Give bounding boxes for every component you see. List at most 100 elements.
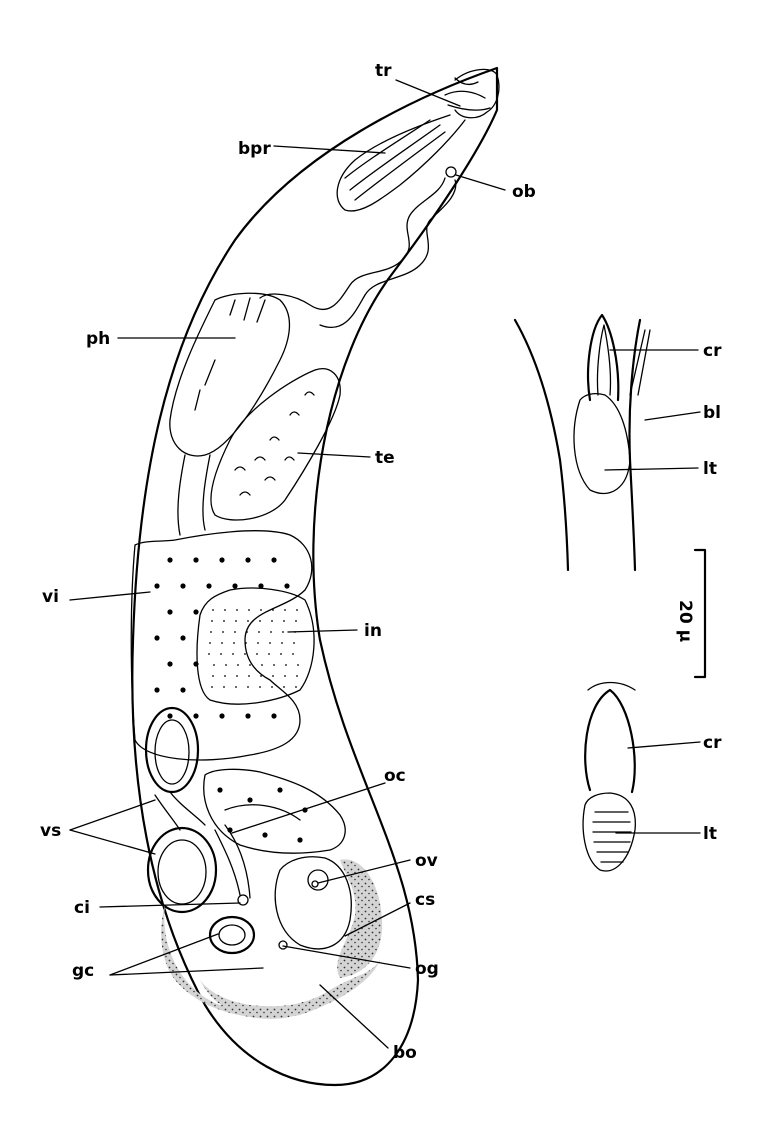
leader-oc xyxy=(231,782,386,834)
testis xyxy=(210,368,341,521)
intestine-dots-dot xyxy=(259,686,261,688)
label-tr: tr xyxy=(375,61,392,81)
leader-in xyxy=(287,629,358,633)
intestine-dots-dot xyxy=(272,609,274,611)
label-cr-lower: cr xyxy=(703,733,722,753)
trophi xyxy=(444,77,491,111)
intestine-dots-dot xyxy=(246,631,248,633)
intestine-dots-dot xyxy=(284,675,286,677)
leader-vs-1 xyxy=(69,799,156,831)
vitellarium-dots-dot xyxy=(245,557,251,563)
intestine-dots-dot xyxy=(261,664,263,666)
intestine-dots-dot xyxy=(232,653,234,655)
testis-squiggles xyxy=(234,391,315,496)
vitellarium-dots-dot xyxy=(297,837,303,843)
label-ob: ob xyxy=(512,182,536,202)
vesicula-upper xyxy=(144,706,200,794)
intestine-dots-dot xyxy=(259,620,261,622)
cellular-sheath xyxy=(337,859,383,978)
intestine-dots-dot xyxy=(222,631,224,633)
vitellarium-dots-dot xyxy=(154,687,160,693)
intestine-dots-dot xyxy=(270,631,272,633)
intestine-dots-dot xyxy=(258,631,260,633)
leader-cr-lower xyxy=(627,741,701,749)
leader-tr xyxy=(395,79,461,107)
vitellarium-dots-dot xyxy=(247,797,253,803)
vitellarium-dots-dot xyxy=(154,635,160,641)
vitellarium-dots-dot xyxy=(167,557,173,563)
leader-te xyxy=(297,452,371,458)
intestine-dots-dot xyxy=(247,620,249,622)
intestine-dots-dot xyxy=(233,642,235,644)
germ-cell xyxy=(208,915,256,955)
intestine-dots-dot xyxy=(284,609,286,611)
inset-lower-lateral xyxy=(582,792,636,872)
leader-bo xyxy=(319,984,389,1049)
vitellarium-dots-dot xyxy=(271,557,277,563)
leader-bpr xyxy=(273,145,386,154)
vitellarium-dots-dot xyxy=(180,687,186,693)
scale-bar xyxy=(693,548,707,679)
vitellarium-dots-dot xyxy=(262,832,268,838)
intestine-dots-dot xyxy=(295,686,297,688)
label-gc: gc xyxy=(72,961,94,981)
label-lt-lower: lt xyxy=(703,824,717,844)
leader-gc-2 xyxy=(109,967,264,976)
label-bpr: bpr xyxy=(238,139,271,159)
leader-og xyxy=(282,945,411,969)
head-tip xyxy=(454,68,500,119)
intestine-dots-dot xyxy=(211,620,213,622)
leader-lt-upper xyxy=(604,467,699,471)
vitellarium-dots-dot xyxy=(258,583,264,589)
intestine-dots-dot xyxy=(223,620,225,622)
label-vs: vs xyxy=(40,821,61,841)
intestine-dots-dot xyxy=(223,686,225,688)
intestine-dots-dot xyxy=(244,653,246,655)
intestine-dots-dot xyxy=(248,609,250,611)
inset-upper-crown-inner xyxy=(596,324,612,396)
intestine-dots-dot xyxy=(224,675,226,677)
inset-upper-lateral xyxy=(573,393,631,495)
label-og: og xyxy=(415,959,439,979)
ob-organ xyxy=(445,166,457,178)
leader-ov xyxy=(317,859,411,884)
intestine-dots-dot xyxy=(208,653,210,655)
intestine-dots-dot xyxy=(280,653,282,655)
og-organ xyxy=(278,940,288,950)
intestine-dots-dot xyxy=(292,653,294,655)
label-cs: cs xyxy=(415,890,435,910)
intestine-dots-dot xyxy=(220,653,222,655)
label-oc: oc xyxy=(384,766,406,786)
vitellarium-dots-dot xyxy=(206,583,212,589)
vesicula-upper-inner xyxy=(154,719,190,785)
ovary xyxy=(274,856,352,950)
label-in: in xyxy=(364,621,382,641)
oesophagus-inner xyxy=(319,179,457,328)
intestine-dots-dot xyxy=(297,664,299,666)
label-vi: vi xyxy=(42,587,59,607)
vesicula-lower xyxy=(146,826,218,914)
leader-bl xyxy=(644,411,701,421)
leader-cs xyxy=(344,902,411,937)
vitellarium-dots-dot xyxy=(193,557,199,563)
leader-vs-2 xyxy=(69,829,156,855)
vitellarium xyxy=(130,530,313,761)
vitellarium-dots-dot xyxy=(154,583,160,589)
inset-upper-body xyxy=(513,318,642,572)
label-scale: 20 μ xyxy=(675,600,695,642)
inset-upper-crown xyxy=(587,313,620,402)
intestine-dots-dot xyxy=(269,642,271,644)
vitellarium-dots-dot xyxy=(219,713,225,719)
label-ov: ov xyxy=(415,851,438,871)
inset-lower-rungs xyxy=(592,811,632,863)
vitellarium-dots-dot xyxy=(232,583,238,589)
intestine-dots-dot xyxy=(212,609,214,611)
vitellarium-dots-dot xyxy=(193,609,199,615)
ovary-nucleolus xyxy=(311,880,319,888)
intestine-dots-dot xyxy=(271,620,273,622)
germ-cell-inner xyxy=(218,924,246,946)
intestine-dots-dot xyxy=(260,609,262,611)
vitellarium-dots-dot xyxy=(277,787,283,793)
neck-gut xyxy=(177,454,211,536)
